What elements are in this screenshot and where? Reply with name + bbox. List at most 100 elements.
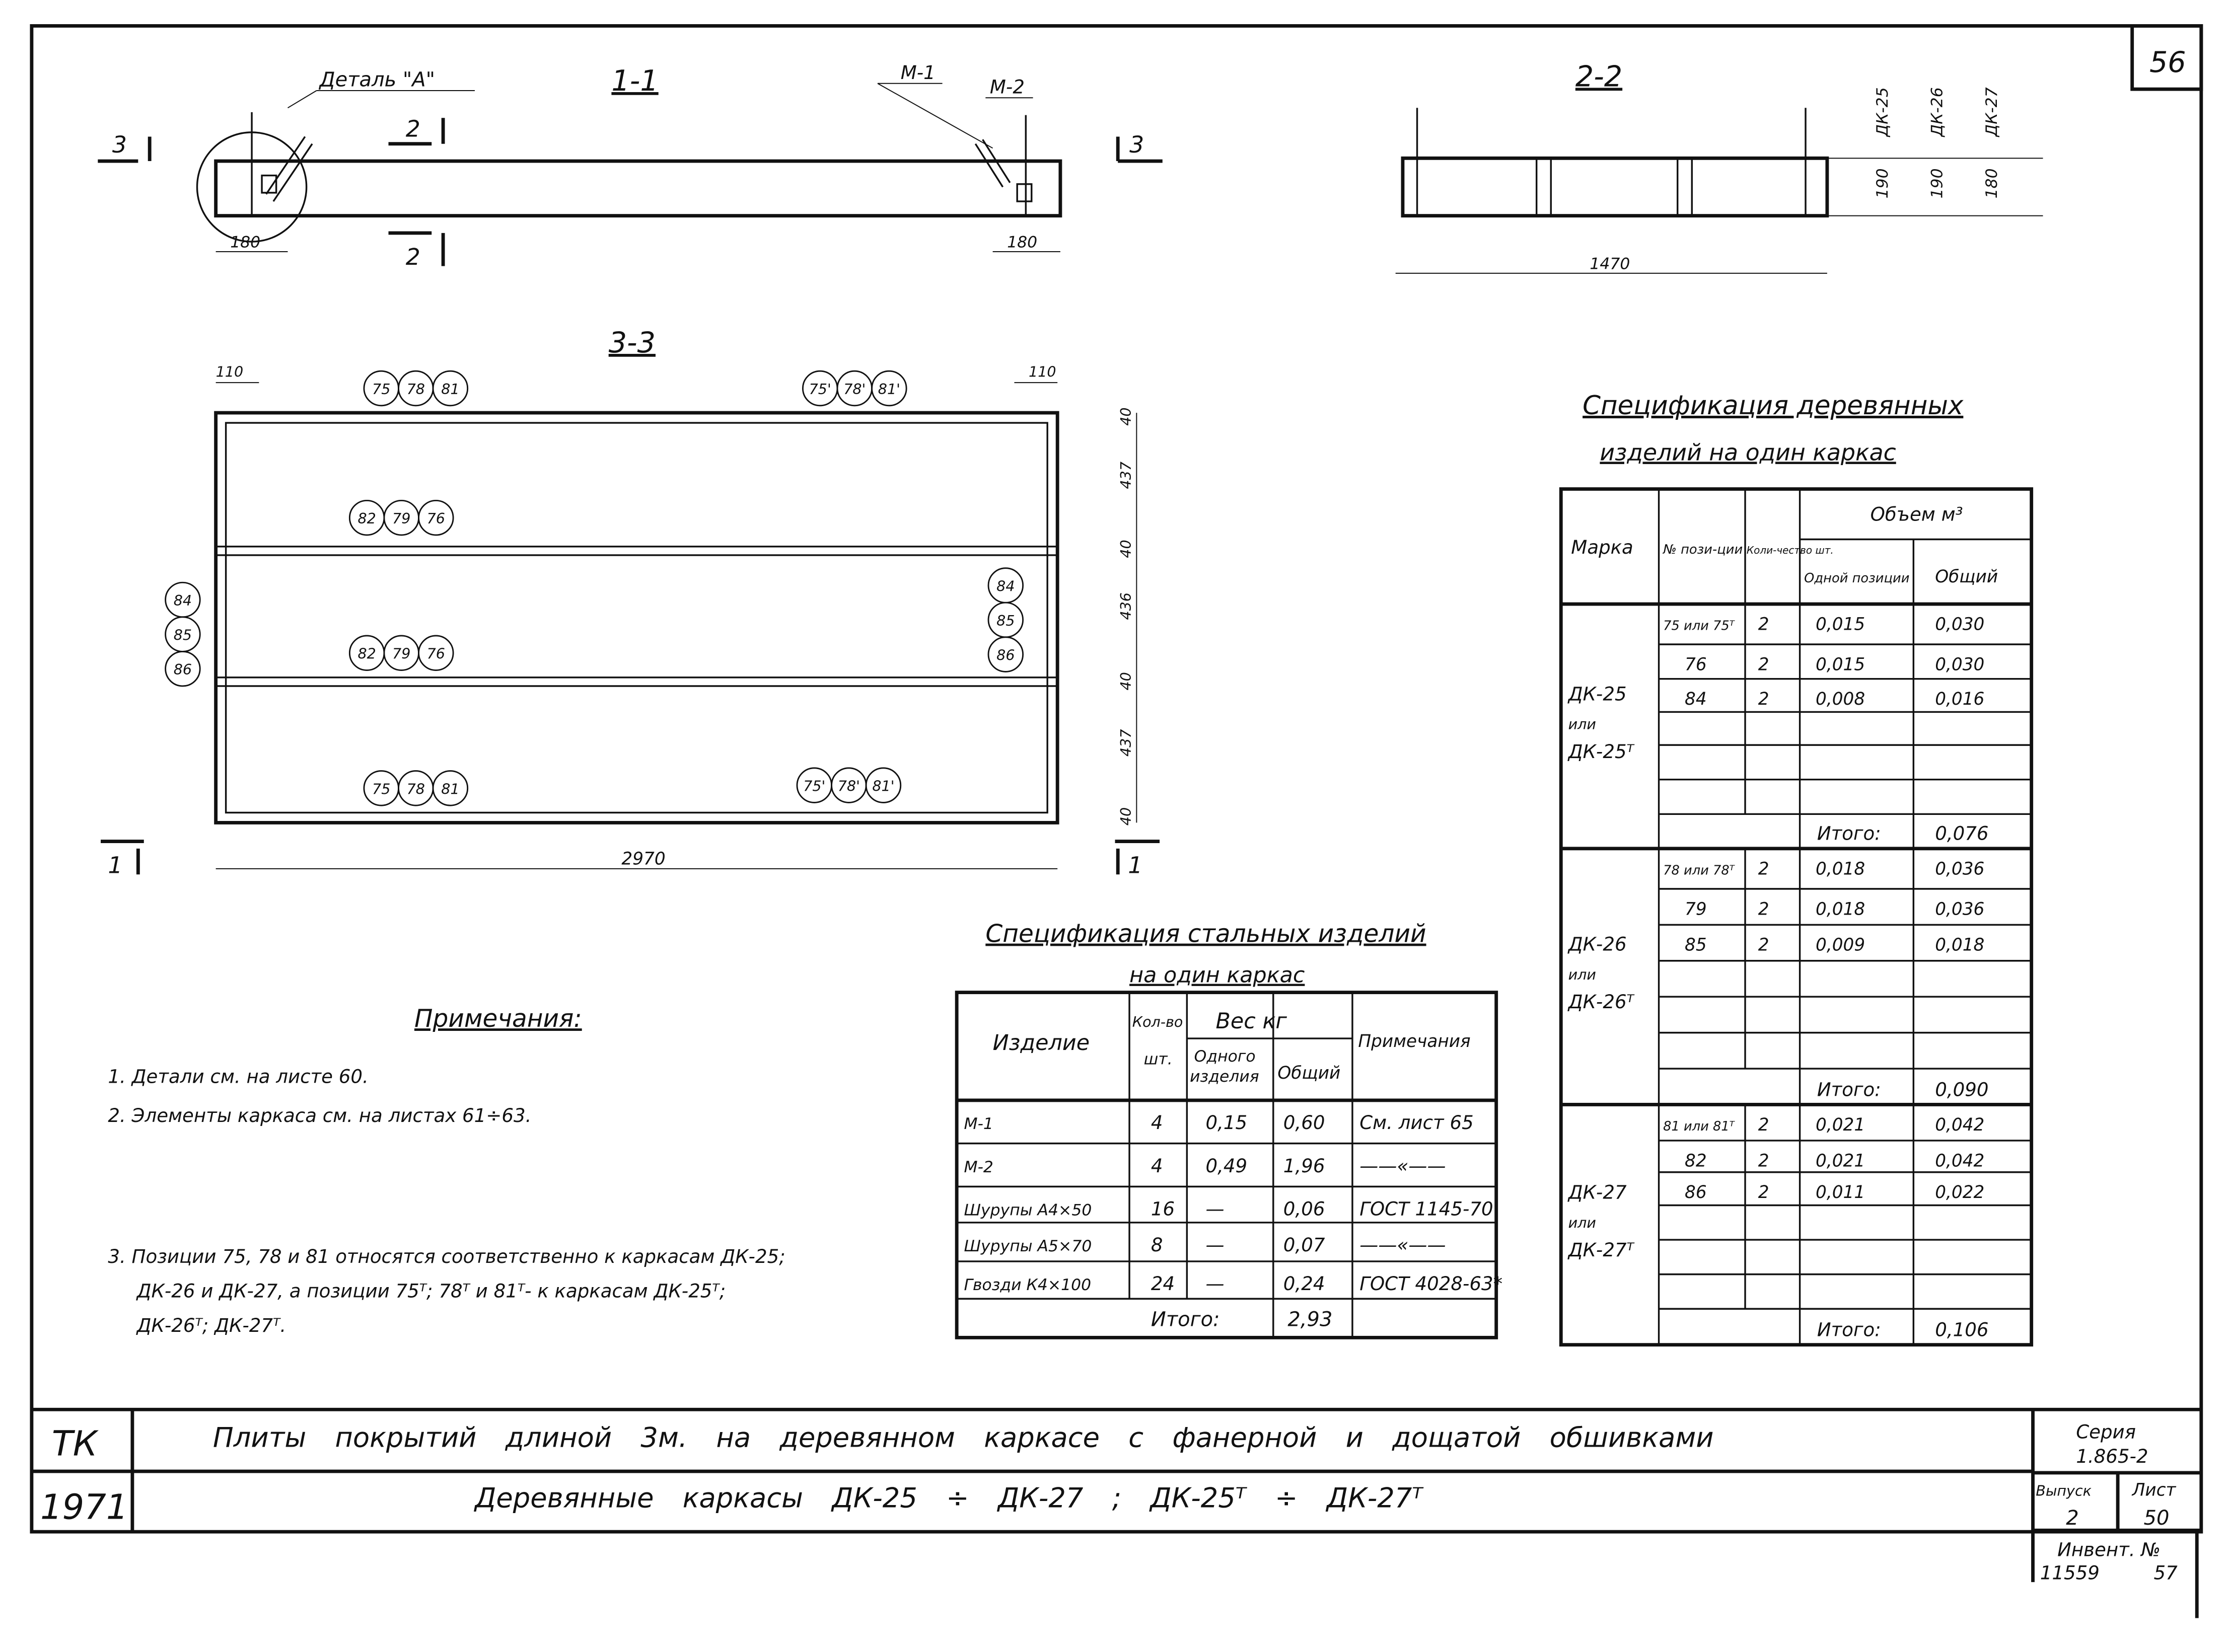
hdr-vol: Объем м³ — [1871, 503, 1963, 525]
inv-label: Инвент. № — [2057, 1539, 2161, 1561]
steel-cell: М-2 — [964, 1158, 993, 1176]
wood-cell: 0,030 — [1935, 615, 1984, 635]
wood-cell: 0,011 — [1816, 1182, 1865, 1203]
series-label: Серия — [2076, 1421, 2136, 1443]
steel-cell: ГОСТ 4028-63* — [1359, 1273, 1502, 1295]
wood-spec-title: Спецификация деревянных — [1582, 391, 1964, 421]
dk25-height: 190 — [1874, 168, 1892, 198]
position-number: 75' — [803, 778, 825, 795]
wood-cell: 86 — [1685, 1182, 1707, 1203]
wood-mark: ДК-26 — [1567, 934, 1627, 955]
wood-mark: ДК-25ᵀ — [1567, 741, 1635, 763]
wood-cell: 79 — [1685, 899, 1707, 919]
wood-cell: 0,016 — [1935, 689, 1984, 709]
position-number: 85 — [174, 627, 192, 644]
dim-110-left: 110 — [216, 363, 244, 381]
wood-cell: 0,018 — [1816, 899, 1865, 919]
hdr-qty2: шт. — [1144, 1050, 1173, 1068]
dk25-mark: ДК-25 — [1874, 87, 1892, 137]
wood-cell: 2 — [1758, 1151, 1769, 1171]
position-bubble — [871, 370, 907, 407]
wood-cell: 2 — [1758, 1115, 1769, 1135]
inv-value-2: 57 — [2154, 1562, 2178, 1584]
steel-spec-title: Спецификация стальных изделий — [985, 920, 1426, 948]
position-number: 82 — [357, 510, 376, 527]
sheet-label: Лист — [2131, 1480, 2177, 1500]
position-bubble — [165, 650, 201, 687]
total-value: 0,076 — [1935, 823, 1988, 845]
position-number: 86 — [996, 647, 1015, 664]
steel-cell: См. лист 65 — [1359, 1112, 1473, 1134]
section-1-1: 1-1 Деталь "А" М-1 М-2 180 180 3 3 2 2 — [98, 62, 1163, 270]
position-number: 78' — [838, 778, 860, 795]
wood-cell: 82 — [1685, 1151, 1707, 1171]
wood-mark: ДК-26ᵀ — [1567, 991, 1635, 1013]
steel-cell: 0,49 — [1206, 1155, 1248, 1177]
steel-cell: 0,24 — [1283, 1273, 1325, 1295]
position-number: 81 — [441, 780, 459, 797]
frame: 56 — [30, 24, 2203, 1534]
dim-110-right: 110 — [1029, 363, 1056, 381]
wood-cell: 2 — [1758, 935, 1769, 955]
wood-spec-table: Спецификация деревянных изделий на один … — [1559, 391, 2034, 1347]
wood-cell: 78 или 78ᵀ — [1663, 863, 1735, 878]
wood-cell: 0,042 — [1935, 1151, 1984, 1171]
hdr-one: Одной позиции — [1804, 571, 1909, 586]
vertical-dimension: 40 — [1117, 540, 1134, 558]
steel-cell: 24 — [1151, 1273, 1175, 1295]
steel-cell: — — [1206, 1198, 1225, 1220]
wood-cell: 0,008 — [1816, 689, 1865, 709]
wood-cell: 2 — [1758, 859, 1769, 879]
wood-cell: 0,036 — [1935, 859, 1984, 879]
wood-cell: 84 — [1685, 689, 1707, 709]
cut-2-top: 2 — [406, 115, 420, 142]
dim-180-left: 180 — [230, 233, 260, 251]
cut-3-right: 3 — [1129, 131, 1144, 158]
total-value: 0,106 — [1935, 1319, 1988, 1341]
vertical-dimension: 40 — [1117, 807, 1134, 825]
vertical-dimension: 40 — [1117, 407, 1134, 425]
wood-cell: 2 — [1758, 655, 1769, 675]
position-number: 81' — [872, 778, 894, 795]
wood-cell: 0,015 — [1816, 655, 1865, 675]
hdr-qty: Коли-чество шт. — [1747, 544, 1834, 556]
note-3-cont: ДК-26 и ДК-27, а позиции 75ᵀ; 78ᵀ и 81ᵀ-… — [135, 1280, 726, 1302]
wood-cell: 0,036 — [1935, 899, 1984, 919]
notes-title: Примечания: — [414, 1005, 582, 1033]
wood-cell: 0,009 — [1816, 935, 1865, 955]
sheet-value: 50 — [2144, 1507, 2170, 1530]
hdr-total: Общий — [1935, 567, 1998, 587]
position-number: 78 — [407, 381, 425, 398]
notes: Примечания: 1. Детали см. на листе 60. 2… — [108, 1005, 785, 1336]
wood-cell: 2 — [1758, 899, 1769, 919]
steel-cell: 1,96 — [1283, 1155, 1325, 1177]
dk27-height: 180 — [1983, 168, 2001, 198]
position-number: 84 — [996, 577, 1015, 594]
position-number: 78' — [843, 381, 866, 398]
issue-value: 2 — [2066, 1507, 2078, 1530]
wood-cell: 0,018 — [1816, 859, 1865, 879]
steel-cell: 16 — [1151, 1198, 1175, 1220]
steel-cell: Шурупы А5×70 — [964, 1237, 1092, 1255]
dk27-mark: ДК-27 — [1983, 87, 2001, 137]
steel-cell: 0,15 — [1206, 1112, 1248, 1134]
position-number: 85 — [996, 612, 1015, 629]
note-3: 3. Позиции 75, 78 и 81 относятся соответ… — [108, 1246, 785, 1267]
steel-cell: 0,07 — [1283, 1234, 1325, 1256]
steel-cell: ——«—— — [1359, 1155, 1446, 1177]
wood-spec-subtitle: изделий на один каркас — [1600, 439, 1896, 466]
wood-cell: 85 — [1685, 935, 1707, 955]
wood-cell: 0,015 — [1816, 615, 1865, 635]
dk26-height: 190 — [1928, 168, 1947, 198]
hdr-item: Изделие — [993, 1030, 1090, 1056]
position-bubble — [987, 636, 1024, 672]
m2-label: М-2 — [990, 77, 1025, 98]
position-number: 81' — [878, 381, 900, 398]
position-number: 81 — [441, 381, 459, 398]
steel-cell: 0,06 — [1283, 1198, 1325, 1220]
position-bubble — [432, 370, 469, 407]
note-2: 2. Элементы каркаса см. на листах 61÷63. — [108, 1105, 531, 1127]
total-label: Итого: — [1151, 1308, 1220, 1331]
wood-cell: 0,042 — [1935, 1115, 1984, 1135]
